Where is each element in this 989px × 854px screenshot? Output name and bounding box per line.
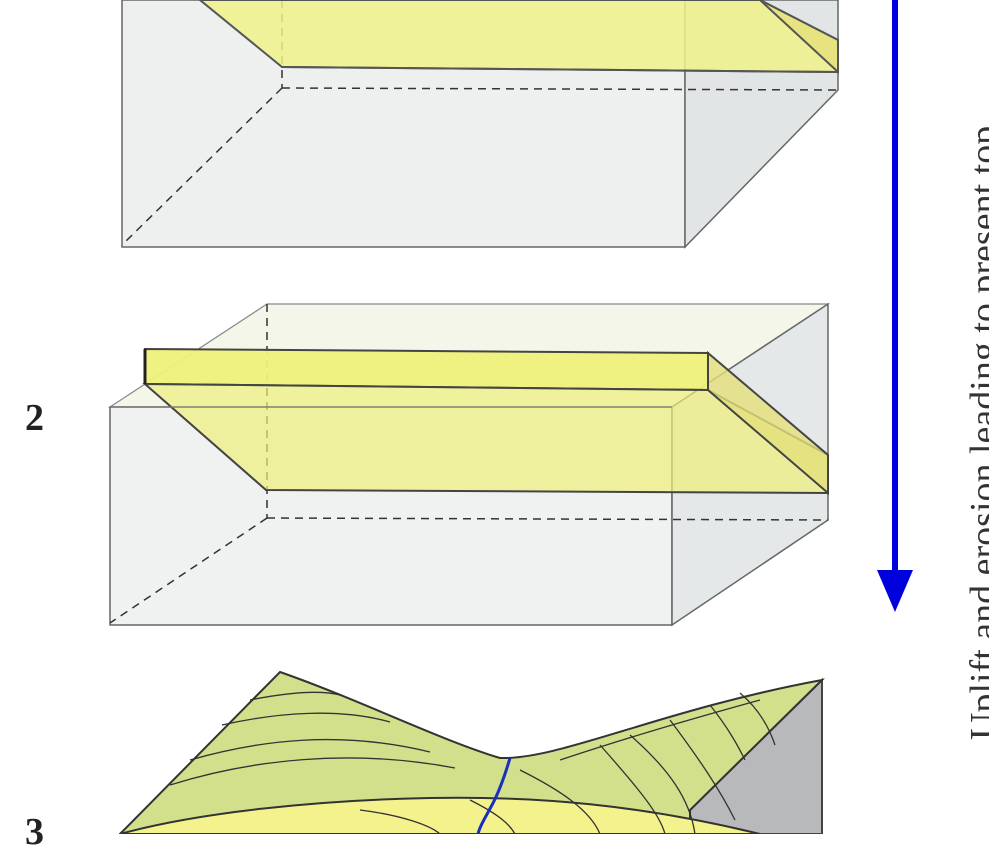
stage-3-contours	[169, 691, 776, 834]
uplift-arrow	[877, 0, 913, 612]
stage-2-hidden-edge	[109, 517, 268, 624]
stage-2-yellow-layer-top	[144, 347, 709, 392]
stage-label-2: 2	[25, 397, 44, 439]
stage-1-block	[121, 0, 839, 249]
stage-2-hidden-edge	[266, 517, 829, 521]
arrow-caption: Uplift and erosion leading to present to…	[963, 125, 989, 740]
stage-3-yellow-outcrop	[119, 796, 761, 834]
uplift-arrow-head	[877, 570, 913, 612]
stage-label-3: 3	[25, 811, 44, 853]
stage-3-river	[476, 757, 512, 834]
stage-2-block	[107, 302, 830, 627]
stage-1-hidden-edge	[281, 87, 839, 91]
stage-1-hidden-edge	[121, 87, 283, 246]
stage-1-yellow-layer-side	[759, 0, 839, 75]
stage-3-terrain	[118, 670, 826, 834]
stage-3-green-surface	[118, 670, 826, 834]
diagram-canvas	[107, 0, 913, 834]
stage-1-layer-base	[281, 66, 839, 73]
stage-2-yellow-layer-end	[707, 350, 829, 496]
stage-1-yellow-layer	[198, 0, 839, 74]
